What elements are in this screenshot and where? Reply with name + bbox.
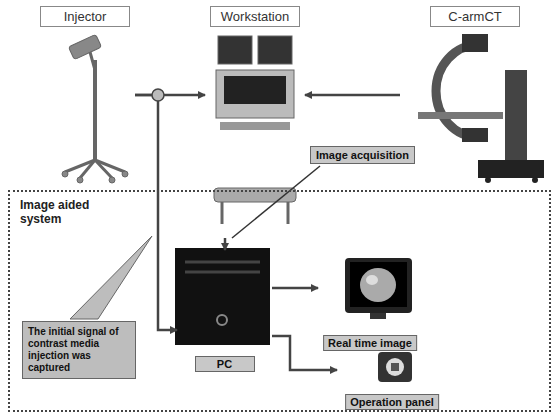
node-label: Real time image bbox=[323, 335, 417, 351]
c-arm-illustration bbox=[418, 34, 544, 183]
callout-box: The initial signal of contrast media inj… bbox=[22, 321, 136, 379]
panel-illustration bbox=[378, 352, 412, 382]
signal-arrow bbox=[272, 287, 318, 290]
system-region: Image aided systemThe initial signal of … bbox=[8, 190, 551, 412]
device-box: Workstation bbox=[205, 6, 305, 238]
node-label: C-armCT bbox=[430, 6, 520, 27]
panel-box: Operation panel bbox=[337, 352, 447, 410]
device-box: C-armCT bbox=[400, 6, 550, 186]
node-label: Workstation bbox=[210, 6, 300, 27]
signal-arrow bbox=[224, 238, 227, 250]
monitor-box: Real time image bbox=[318, 257, 422, 351]
node-label: PC bbox=[195, 356, 255, 372]
pc-illustration bbox=[175, 248, 270, 345]
pc-box: PC bbox=[177, 250, 272, 372]
injector-illustration bbox=[62, 34, 128, 183]
junction-dot bbox=[152, 89, 164, 101]
signal-arrow bbox=[135, 95, 177, 330]
leader-line bbox=[232, 166, 320, 238]
device-box: Injector bbox=[35, 6, 135, 186]
callout-tail bbox=[70, 236, 152, 319]
node-label: The initial signal of contrast media inj… bbox=[22, 321, 136, 379]
signal-arrow bbox=[305, 94, 400, 97]
node-label: Operation panel bbox=[345, 394, 439, 410]
callout-label: Image acquisition bbox=[310, 146, 415, 164]
region-title: Image aided system bbox=[20, 198, 130, 226]
monitor-illustration bbox=[345, 258, 412, 319]
node-label: Injector bbox=[40, 6, 130, 27]
node-label: Image acquisition bbox=[310, 146, 415, 164]
